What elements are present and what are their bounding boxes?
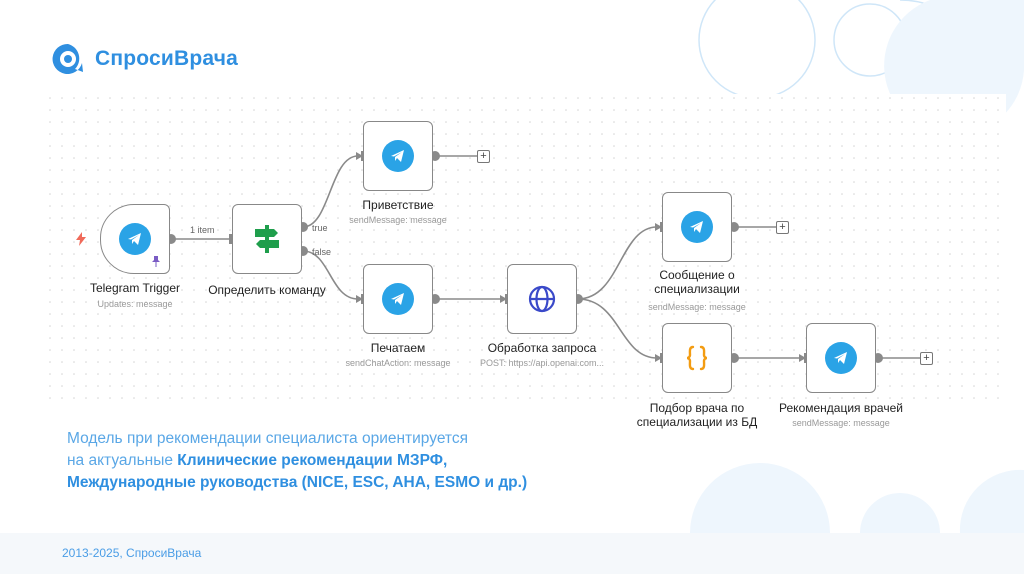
doctor-recommendation-node[interactable]	[806, 323, 876, 393]
telegram-trigger-subtitle: Updates: message	[97, 299, 173, 309]
define-command-title: Определить команду	[208, 283, 326, 297]
typing-title: Печатаем	[370, 341, 426, 355]
request-processing-subtitle: POST: https://api.openai.com...	[479, 358, 605, 368]
specialization-message-title-line2: специализации	[654, 282, 740, 296]
greeting-node[interactable]	[363, 121, 433, 191]
specialization-message-title: Сообщение о специализации	[632, 268, 762, 296]
edge-true-to-greeting	[302, 155, 359, 228]
brand-logo-icon	[52, 43, 83, 74]
telegram-icon	[382, 283, 414, 315]
request-processing-title: Обработка запроса	[487, 341, 597, 355]
doctor-selection-node[interactable]	[662, 323, 732, 393]
description-line3-bold: Международные руководства (NICE, ESC, AH…	[67, 474, 528, 491]
edge-request-to-selection	[577, 298, 658, 359]
telegram-icon	[382, 140, 414, 172]
description-line2: на актуальные Клинические рекомендации М…	[67, 450, 527, 472]
true-output-label: true	[312, 223, 328, 233]
doctor-selection-title: Подбор врача по специализации из БД	[622, 401, 772, 429]
telegram-trigger-node[interactable]	[100, 204, 170, 274]
greeting-title: Приветствие	[362, 198, 434, 212]
description-line2-bold: Клинические рекомендации МЗРФ,	[177, 452, 448, 469]
telegram-icon	[119, 223, 151, 255]
description-line3: Международные руководства (NICE, ESC, AH…	[67, 472, 527, 494]
brand-logo: СпросиВрача	[51, 42, 238, 76]
description-line2-plain: на актуальные	[67, 452, 178, 469]
doctor-recommendation-subtitle: sendMessage: message	[792, 418, 890, 428]
specialization-message-title-line1: Сообщение о	[659, 268, 735, 282]
telegram-trigger-title: Telegram Trigger	[89, 281, 181, 295]
request-processing-node[interactable]	[507, 264, 577, 334]
description-line1: Модель при рекомендации специалиста орие…	[67, 430, 468, 447]
edge-request-to-spec-msg	[577, 226, 658, 300]
footer: 2013-2025, СпросиВрача	[0, 533, 1024, 574]
doctor-selection-title-line2: специализации из БД	[636, 415, 758, 429]
telegram-icon	[825, 342, 857, 374]
specialization-message-node[interactable]	[662, 192, 732, 262]
curly-braces-icon	[686, 345, 708, 371]
signpost-icon	[255, 225, 279, 253]
edge-items-label: 1 item	[190, 225, 215, 235]
globe-icon	[528, 285, 556, 313]
greeting-subtitle: sendMessage: message	[349, 215, 447, 225]
doctor-recommendation-title: Рекомендация врачей	[779, 401, 903, 415]
add-node-after-greeting-button[interactable]: +	[477, 150, 490, 163]
edge-false-to-typing	[302, 250, 359, 300]
brand-name: СпросиВрача	[95, 47, 239, 70]
typing-node[interactable]	[363, 264, 433, 334]
telegram-icon	[681, 211, 713, 243]
add-node-after-spec-msg-button[interactable]: +	[776, 221, 789, 234]
doctor-selection-title-line1: Подбор врача по	[649, 401, 745, 415]
pin-icon	[152, 256, 160, 267]
add-node-after-recommendation-button[interactable]: +	[920, 352, 933, 365]
false-output-label: false	[312, 247, 332, 257]
description-text: Модель при рекомендации специалиста орие…	[67, 428, 527, 494]
footer-text: 2013-2025, СпросиВрача	[62, 546, 202, 560]
lightning-icon	[76, 232, 86, 246]
define-command-node[interactable]	[232, 204, 302, 274]
specialization-message-subtitle: sendMessage: message	[648, 302, 746, 312]
typing-subtitle: sendChatAction: message	[345, 358, 451, 368]
